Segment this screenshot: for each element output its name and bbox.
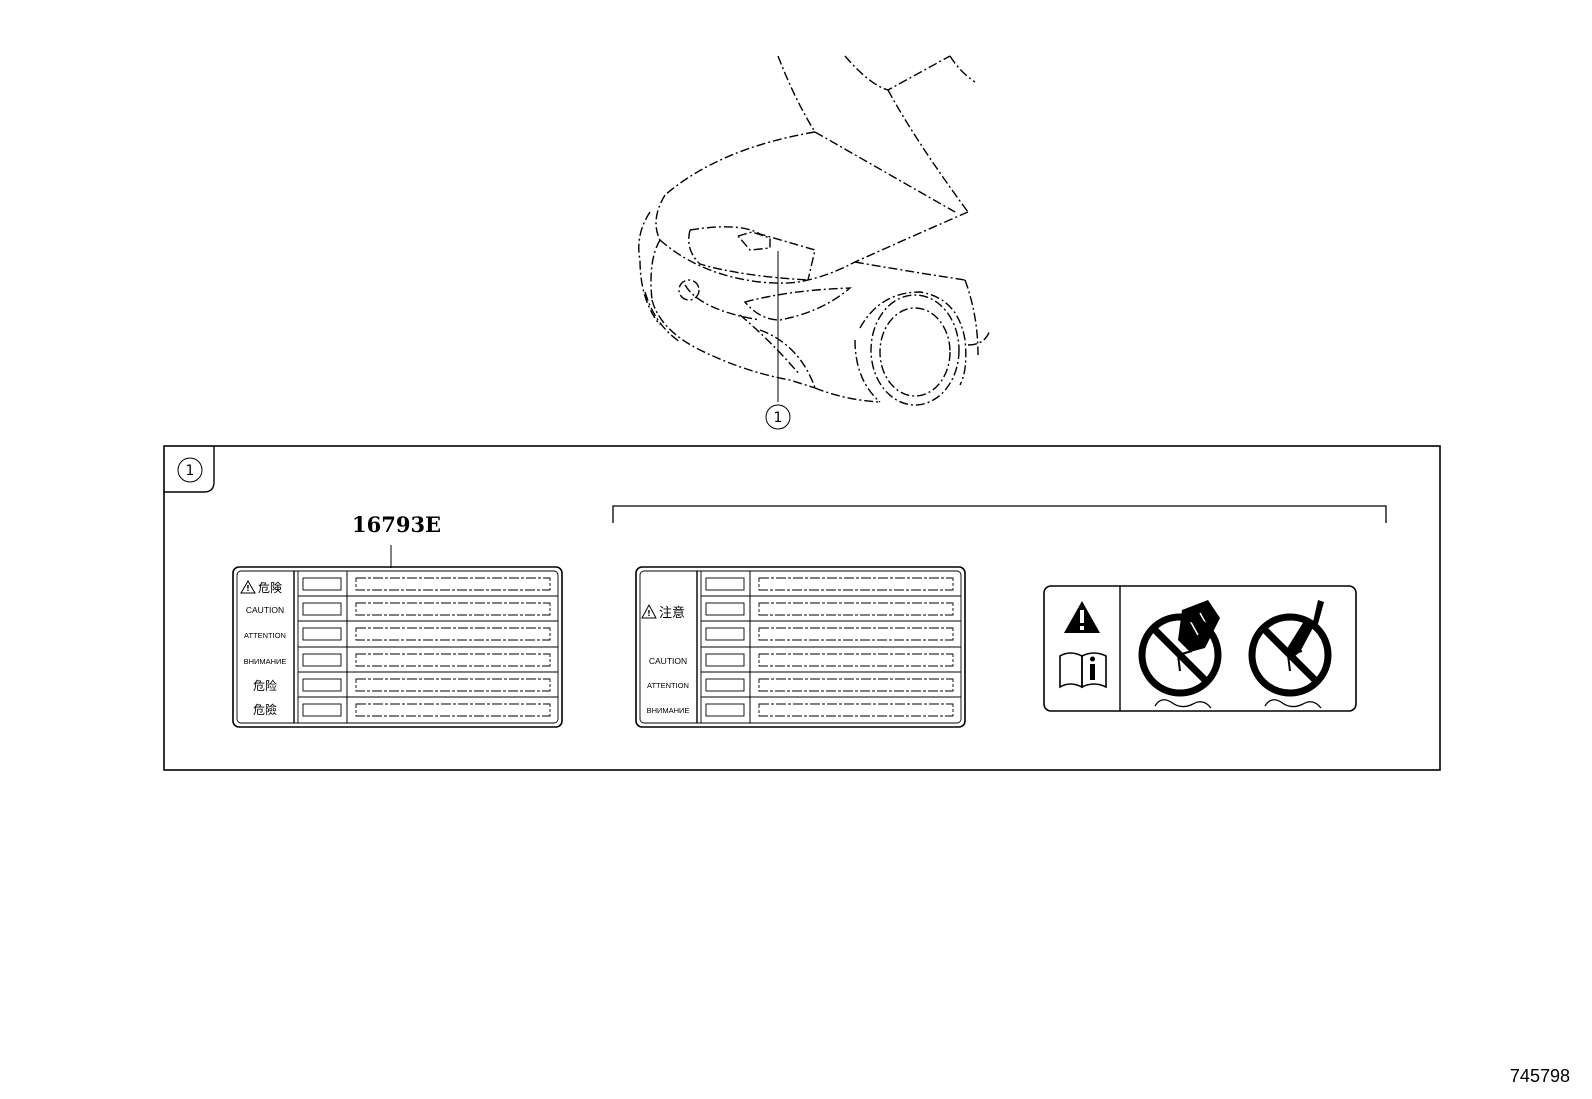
warning-triangle-icon: [641, 603, 657, 619]
vehicle-illustration: [638, 55, 991, 406]
detail-panel: [163, 445, 1441, 771]
label-left-row-6: 危險: [253, 702, 277, 717]
panel-badge-circle: [177, 457, 203, 483]
callout-circle: [765, 404, 791, 430]
label-left-row-2: CAUTION: [246, 605, 284, 615]
label-middle-row-1: 注意: [659, 605, 685, 620]
svg-text:!: !: [647, 609, 651, 618]
caution-label-left: ! 危険 CAUTION ATTENTION ВНИМАНИЕ 危险 危險: [232, 566, 563, 728]
label-middle-row-4: ВНИМАНИЕ: [647, 706, 690, 715]
label-left-row-1: 危険: [258, 581, 282, 595]
label-middle-row-2: CAUTION: [649, 656, 687, 666]
label-left-row-3: ATTENTION: [244, 631, 286, 640]
diagram-id: 745798: [1509, 1066, 1570, 1086]
label-middle-row-3: ATTENTION: [647, 681, 689, 690]
callout-number: 1: [774, 410, 783, 426]
no-hand-fan-icon: [1138, 600, 1222, 709]
panel-badge-number: 1: [186, 463, 195, 479]
no-tool-fan-icon: [1248, 600, 1332, 709]
manual-info-icon: [1059, 652, 1107, 689]
panel-badge-tab: [164, 446, 215, 493]
pictogram-label: [1043, 585, 1357, 712]
label-left-row-5: 危险: [253, 678, 277, 693]
part-number: 16793E: [352, 512, 442, 537]
label-left-row-4: ВНИМАНИЕ: [244, 657, 287, 666]
warning-triangle-icon: [240, 580, 256, 594]
group-bracket: [612, 505, 1387, 523]
caution-label-middle: ! 注意 CAUTION ATTENTION ВНИМАНИЕ: [635, 566, 966, 728]
warning-triangle-icon: [1064, 601, 1100, 633]
svg-text:!: !: [246, 584, 250, 593]
